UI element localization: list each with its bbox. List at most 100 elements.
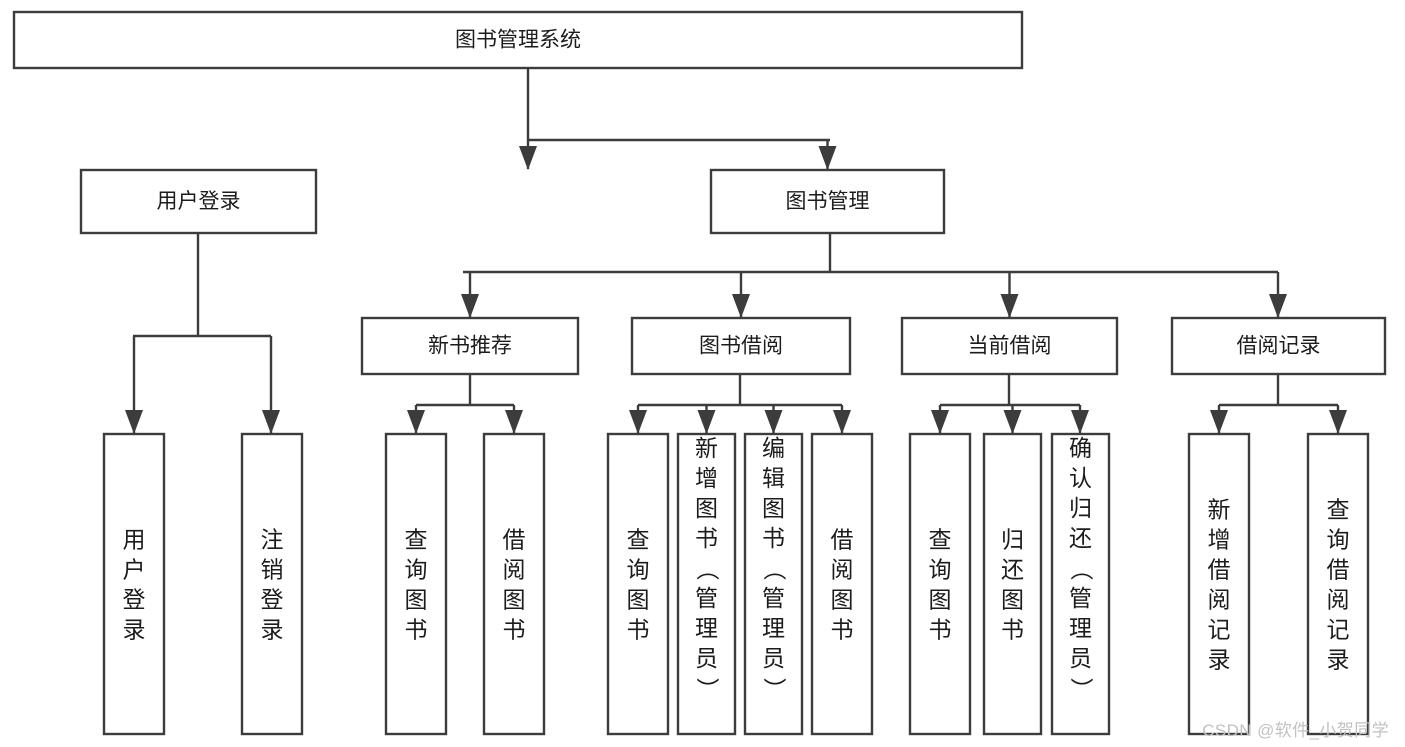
- node-label-new-book-rec: 新书推荐: [428, 335, 512, 358]
- node-box-book-manage[interactable]: [709, 168, 946, 235]
- node-label-leaf-add-book-admin-char-2: 图: [695, 495, 718, 521]
- node-label-user-login: 用户登录: [157, 190, 241, 213]
- node-book-borrow[interactable]: 图书借阅: [630, 316, 852, 376]
- node-box-leaf-borrow-book-2[interactable]: [810, 432, 874, 736]
- arrow-head-icon-leaf-query-book-2: [629, 410, 647, 434]
- arrow-head-icon-leaf-query-book-1: [407, 410, 425, 434]
- node-label-leaf-query-book-1-char-2: 图: [405, 586, 428, 612]
- node-label-leaf-borrow-book-2-char-0: 借: [831, 526, 854, 552]
- node-box-leaf-edit-book-admin[interactable]: [743, 432, 804, 736]
- node-label-leaf-confirm-return-admin-char-0: 确: [1069, 435, 1092, 461]
- node-label-leaf-add-borrow-record-char-4: 记: [1208, 616, 1231, 642]
- node-box-leaf-borrow-book-1[interactable]: [482, 432, 546, 736]
- arrow-head-icon-user-login: [519, 146, 537, 170]
- node-label-leaf-confirm-return-admin-char-6: 理: [1069, 615, 1092, 641]
- arrow-head-icon-leaf-return-book: [1003, 410, 1022, 434]
- node-label-leaf-query-book-3-char-0: 查: [929, 526, 952, 552]
- node-label-current-borrow: 当前借阅: [968, 335, 1052, 358]
- node-label-leaf-edit-book-admin-char-1: 辑: [762, 465, 785, 491]
- connectors-layer: [125, 68, 1347, 434]
- node-label-leaf-query-book-2-char-1: 询: [627, 556, 650, 582]
- node-label-leaf-query-book-2-char-2: 图: [627, 586, 650, 612]
- node-box-leaf-add-book-admin[interactable]: [676, 432, 737, 736]
- node-new-book-rec[interactable]: 新书推荐: [360, 316, 580, 376]
- node-label-leaf-return-book-char-3: 书: [1001, 616, 1024, 642]
- node-label-borrow-record: 借阅记录: [1237, 335, 1321, 358]
- node-label-leaf-query-borrow-record-char-1: 询: [1327, 526, 1350, 552]
- node-box-user-login[interactable]: [79, 168, 318, 235]
- arrow-head-icon-borrow-record: [1269, 294, 1287, 318]
- arrow-head-icon-leaf-add-borrow-record: [1210, 410, 1228, 434]
- node-label-leaf-user-logout-char-2: 登: [261, 586, 284, 612]
- node-label-book-manage: 图书管理: [786, 190, 870, 213]
- node-current-borrow[interactable]: 当前借阅: [900, 316, 1119, 376]
- node-label-leaf-borrow-book-2-char-3: 书: [831, 616, 854, 642]
- node-borrow-record[interactable]: 借阅记录: [1170, 316, 1387, 376]
- node-label-leaf-confirm-return-admin-char-3: 还: [1069, 525, 1092, 551]
- arrow-head-icon-leaf-query-book-3: [931, 410, 949, 434]
- node-label-leaf-query-book-2-char-0: 查: [627, 526, 650, 552]
- node-label-leaf-add-book-admin-char-1: 增: [695, 465, 718, 491]
- node-label-leaf-add-book-admin-char-4: （: [695, 558, 721, 581]
- node-label-leaf-add-borrow-record-char-1: 增: [1208, 526, 1231, 552]
- node-label-leaf-add-book-admin-char-3: 书: [695, 525, 718, 551]
- node-root[interactable]: 图书管理系统: [12, 10, 1024, 70]
- node-label-leaf-add-book-admin-char-8: ）: [695, 678, 721, 701]
- node-label-leaf-query-book-1-char-1: 询: [405, 556, 428, 582]
- arrow-head-icon-leaf-edit-book-admin: [764, 410, 783, 434]
- node-leaf-user-login[interactable]: 用户登录: [102, 432, 166, 736]
- node-label-leaf-edit-book-admin-char-2: 图: [762, 495, 785, 521]
- node-label-leaf-query-book-3-char-1: 询: [929, 556, 952, 582]
- node-label-leaf-add-borrow-record-char-0: 新: [1208, 496, 1231, 522]
- node-box-leaf-confirm-return-admin[interactable]: [1050, 432, 1111, 736]
- node-label-leaf-add-borrow-record-char-2: 借: [1208, 556, 1231, 582]
- node-label-leaf-edit-book-admin-char-8: ）: [762, 678, 788, 701]
- arrow-head-icon-leaf-borrow-book-2: [833, 410, 851, 434]
- node-label-leaf-confirm-return-admin-char-1: 认: [1069, 465, 1092, 491]
- node-box-leaf-user-logout[interactable]: [240, 432, 304, 736]
- node-label-leaf-user-login-char-1: 户: [123, 556, 146, 582]
- arrow-head-icon-leaf-add-book-admin: [697, 410, 716, 434]
- node-box-new-book-rec[interactable]: [360, 316, 580, 376]
- node-label-leaf-borrow-book-2-char-1: 阅: [831, 556, 854, 582]
- node-user-login[interactable]: 用户登录: [79, 168, 318, 235]
- node-label-leaf-user-login-char-2: 登: [123, 586, 146, 612]
- node-box-root[interactable]: [12, 10, 1024, 70]
- node-label-leaf-user-logout-char-3: 录: [261, 616, 284, 642]
- node-label-leaf-borrow-book-1-char-3: 书: [503, 616, 526, 642]
- node-label-leaf-return-book-char-1: 还: [1001, 556, 1024, 582]
- node-label-leaf-add-book-admin-char-0: 新: [695, 435, 718, 461]
- node-box-borrow-record[interactable]: [1170, 316, 1387, 376]
- node-box-leaf-query-book-3[interactable]: [908, 432, 972, 736]
- node-box-leaf-query-borrow-record[interactable]: [1306, 432, 1370, 736]
- node-box-leaf-query-book-2[interactable]: [606, 432, 670, 736]
- node-box-book-borrow[interactable]: [630, 316, 852, 376]
- node-label-leaf-edit-book-admin-char-5: 管: [762, 585, 785, 611]
- nodes-layer: 图书管理系统用户登录图书管理新书推荐图书借阅当前借阅借阅记录用户登录注销登录查询…: [12, 10, 1387, 736]
- node-book-manage[interactable]: 图书管理: [709, 168, 946, 235]
- node-label-leaf-query-book-1-char-0: 查: [405, 526, 428, 552]
- arrow-head-icon-current-borrow: [1000, 294, 1019, 318]
- node-box-leaf-add-borrow-record[interactable]: [1187, 432, 1251, 736]
- node-box-leaf-return-book[interactable]: [982, 432, 1043, 736]
- node-label-leaf-confirm-return-admin-char-7: 员: [1069, 645, 1092, 671]
- node-box-leaf-query-book-1[interactable]: [384, 432, 448, 736]
- node-label-leaf-confirm-return-admin-char-8: ）: [1069, 678, 1095, 701]
- arrow-head-icon-leaf-user-logout: [262, 410, 280, 434]
- node-box-current-borrow[interactable]: [900, 316, 1119, 376]
- node-box-leaf-user-login[interactable]: [102, 432, 166, 736]
- node-label-leaf-return-book-char-2: 图: [1001, 586, 1024, 612]
